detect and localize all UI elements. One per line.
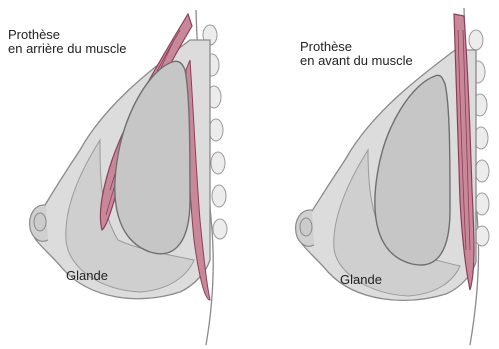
areola bbox=[300, 218, 312, 236]
gland-label: Glande bbox=[340, 272, 382, 287]
implant bbox=[375, 75, 450, 265]
caption-line1: Prothèse bbox=[300, 40, 413, 54]
gland-label: Glande bbox=[66, 268, 108, 283]
caption-line2: en arrière du muscle bbox=[8, 42, 127, 56]
caption-line2: en avant du muscle bbox=[300, 54, 413, 68]
areola bbox=[34, 213, 46, 231]
caption-line1: Prothèse bbox=[8, 28, 127, 42]
caption-front-of-muscle: Prothèse en avant du muscle bbox=[300, 40, 413, 68]
implant bbox=[115, 61, 190, 253]
caption-behind-muscle: Prothèse en arrière du muscle bbox=[8, 28, 127, 56]
panel-front-of-muscle: Prothèse en avant du muscle Glande bbox=[250, 0, 499, 349]
panel-behind-muscle: Prothèse en arrière du muscle Glande bbox=[0, 0, 250, 349]
